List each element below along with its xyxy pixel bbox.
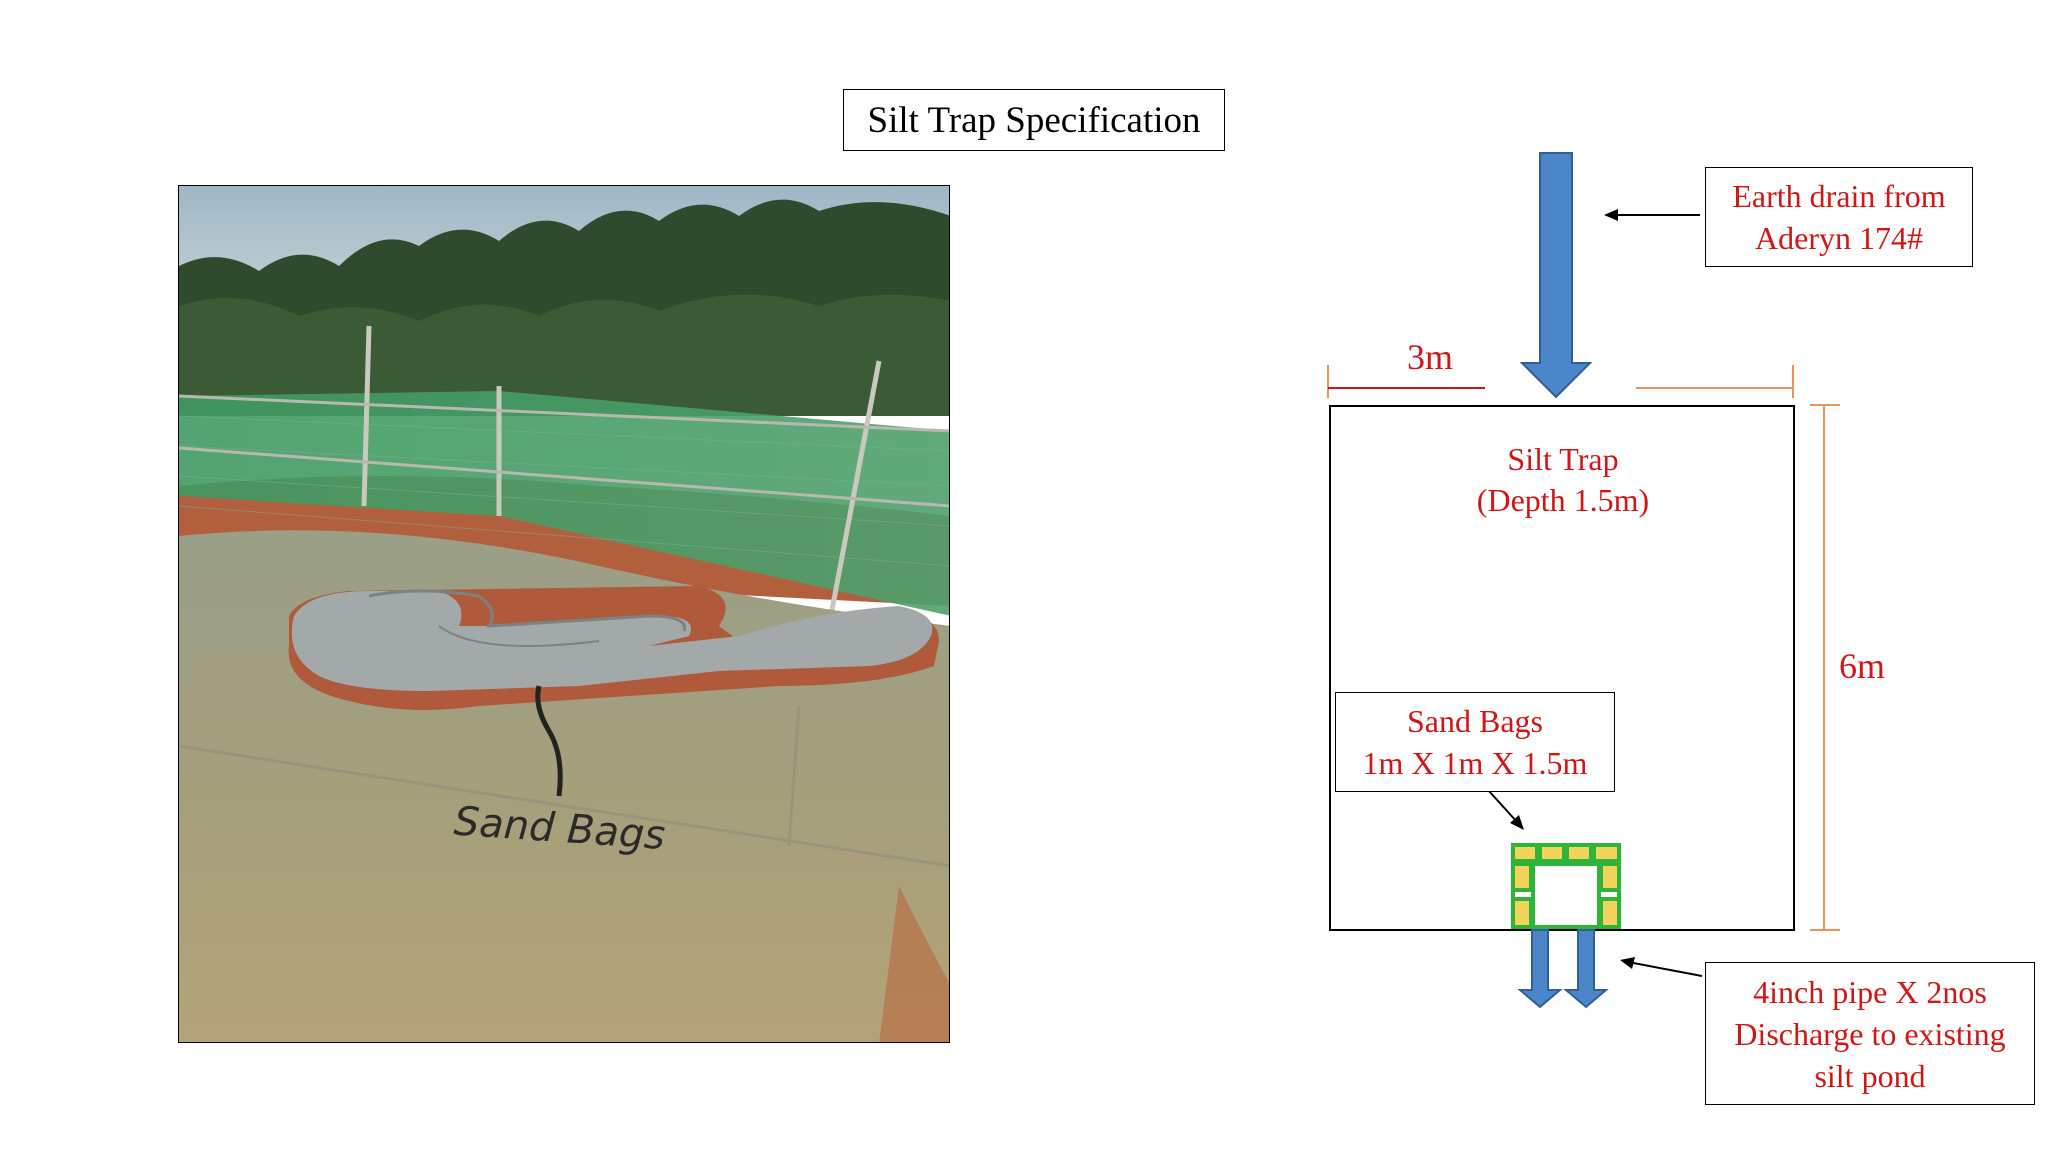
silt-trap-label: Silt Trap [1507, 441, 1618, 477]
pipe-callout: 4inch pipe X 2nos Discharge to existing … [1705, 962, 2035, 1105]
width-label: 3m [1407, 337, 1453, 377]
inflow-callout: Earth drain from Aderyn 174# [1705, 167, 1973, 267]
sandbag-label-line-2: 1m X 1m X 1.5m [1362, 745, 1588, 781]
pipe-label-line-1: 4inch pipe X 2nos [1753, 973, 1987, 1010]
height-dimension [1810, 404, 1840, 931]
sandbag-callout: Sand Bags 1m X 1m X 1.5m [1335, 692, 1615, 792]
inflow-leader-arrow [1604, 209, 1700, 221]
pipe-leader-arrow [1620, 957, 1703, 977]
inflow-label-line-1: Earth drain from [1732, 178, 1946, 214]
pipe-label-line-2: Discharge to existing [1734, 1015, 2006, 1052]
height-label: 6m [1839, 646, 1885, 686]
page-title: Silt Trap Specification [843, 89, 1225, 151]
sandbag-label-line-1: Sand Bags [1407, 703, 1543, 739]
discharge-pipe-arrows [1517, 929, 1609, 1009]
width-dimension [1327, 365, 1794, 398]
silt-trap-outline [1329, 405, 1795, 931]
silt-trap-depth-label: (Depth 1.5m) [1477, 482, 1649, 518]
sandbag-cluster [1511, 843, 1621, 929]
sandbag-leader-arrow [1487, 789, 1524, 830]
inflow-arrow [1519, 152, 1593, 399]
pipe-label-line-3: silt pond [1814, 1057, 1926, 1094]
site-photo: Sand Bags [178, 185, 950, 1043]
inflow-label-line-2: Aderyn 174# [1755, 220, 1923, 256]
